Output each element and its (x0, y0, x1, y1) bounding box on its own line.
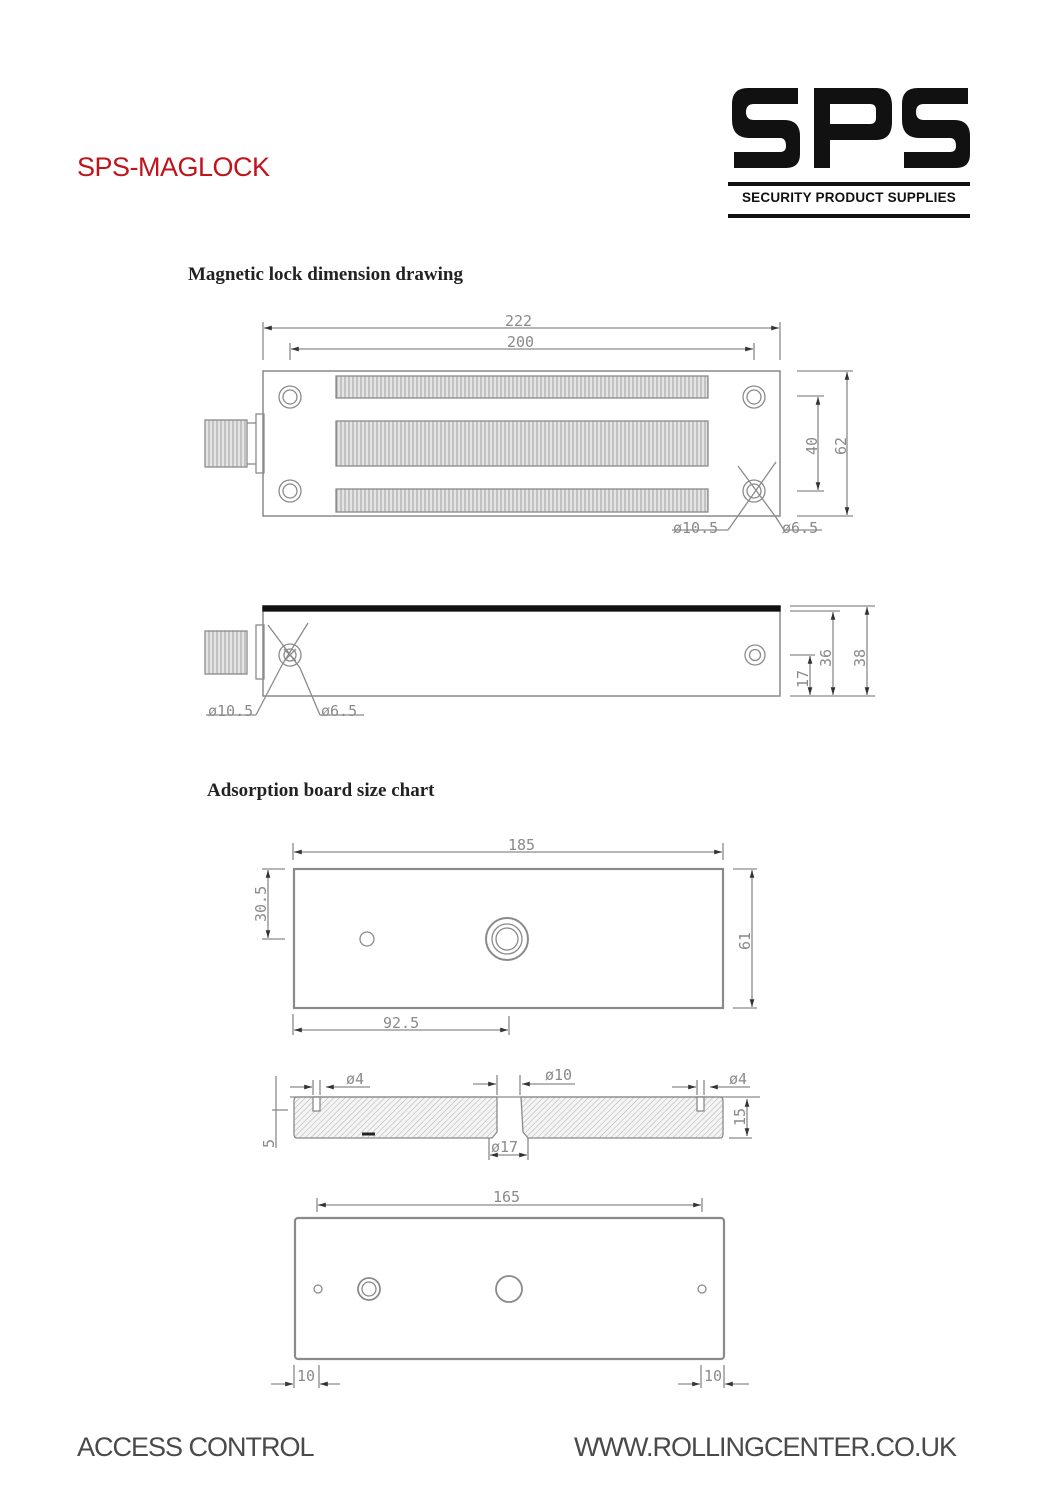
maglock-top-view (204, 322, 853, 531)
section-heading-board: Adsorption board size chart (207, 780, 435, 801)
plate-top-view (262, 843, 757, 1035)
dim-d17: ø17 (491, 1138, 518, 1156)
footer-website-link[interactable]: WWW.ROLLINGCENTER.CO.UK (574, 1432, 957, 1462)
footer-category: ACCESS CONTROL (77, 1432, 315, 1462)
dim-top-d6-5: ø6.5 (782, 519, 818, 537)
dim-left-10: 10 (297, 1367, 315, 1385)
dim-200: 200 (507, 333, 534, 351)
dim-92-5: 92.5 (383, 1014, 419, 1032)
dim-40: 40 (803, 437, 821, 455)
dim-165: 165 (493, 1188, 520, 1206)
dim-15: 15 (731, 1108, 749, 1126)
dim-36: 36 (817, 649, 835, 667)
logo-rule-bottom (728, 214, 970, 218)
dim-61: 61 (736, 932, 754, 950)
dim-17: 17 (794, 670, 812, 688)
section-heading-lock: Magnetic lock dimension drawing (188, 264, 463, 285)
sps-wordmark-icon (732, 88, 970, 168)
product-title: SPS-MAGLOCK (77, 152, 270, 182)
dim-38: 38 (851, 649, 869, 667)
dim-d10: ø10 (545, 1066, 572, 1084)
dim-62: 62 (832, 437, 850, 455)
dim-30-5: 30.5 (252, 886, 270, 922)
dim-right-10: 10 (704, 1367, 722, 1385)
dim-right-d4: ø4 (729, 1070, 747, 1088)
logo-rule-top (728, 182, 970, 186)
dim-left-d4: ø4 (346, 1070, 364, 1088)
dim-side-d6-5: ø6.5 (321, 702, 357, 720)
dim-222: 222 (505, 312, 532, 330)
logo-tagline: SECURITY PRODUCT SUPPLIES (741, 190, 957, 205)
dim-side-d10-5: ø10.5 (208, 702, 253, 720)
plate-section-view (272, 1075, 760, 1160)
maglock-side-view (204, 605, 875, 716)
dim-top-d10-5: ø10.5 (673, 519, 718, 537)
dim-5: 5 (260, 1139, 278, 1148)
sps-logo: SECURITY PRODUCT SUPPLIES (728, 80, 972, 220)
dim-185: 185 (508, 836, 535, 854)
bracket-view (271, 1198, 749, 1388)
